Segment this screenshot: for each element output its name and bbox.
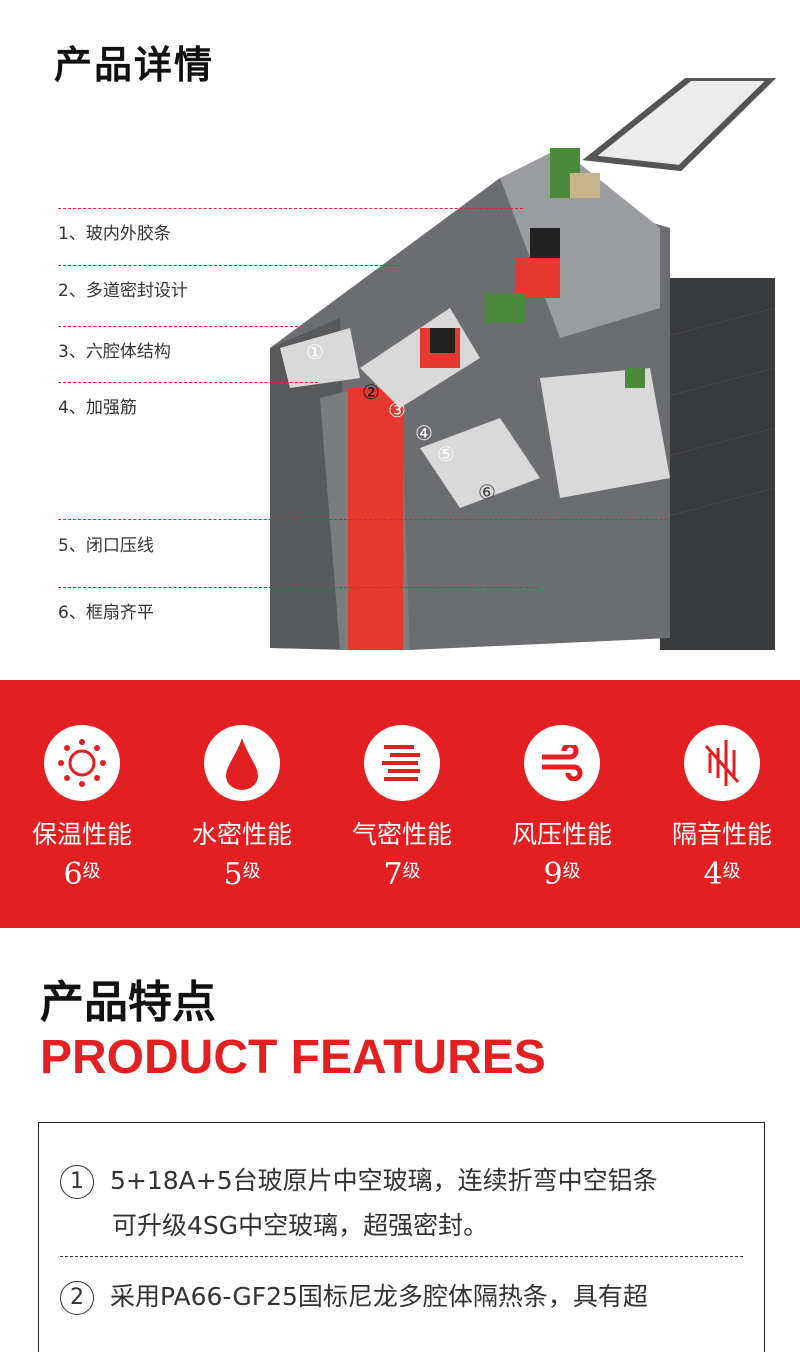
marker-3: ③ xyxy=(388,398,406,422)
performance-item: 隔音性能 4级 xyxy=(642,725,800,892)
sun-icon xyxy=(44,725,120,801)
performance-item: 保温性能 6级 xyxy=(2,725,162,892)
detail-label-5: 5、闭口压线 xyxy=(58,536,154,556)
features-title: 产品特点 xyxy=(40,977,216,1028)
detail-label-3: 3、六腔体结构 xyxy=(58,342,171,362)
marker-5: ⑤ xyxy=(437,442,455,466)
page-title: 产品详情 xyxy=(54,43,215,87)
divider xyxy=(60,1256,743,1257)
detail-label-1: 1、玻内外胶条 xyxy=(58,224,171,244)
screen-mesh xyxy=(660,278,775,650)
air-lines-icon xyxy=(364,725,440,801)
performance-item: 风压性能 9级 xyxy=(482,725,642,892)
performance-list: 保温性能 6级 水密性能 5级 气密性能 7级 风压性能 9级 隔音性能 4级 xyxy=(2,725,800,892)
marker-6: ⑥ xyxy=(478,480,496,504)
water-drop-icon xyxy=(204,725,280,801)
performance-item: 水密性能 5级 xyxy=(162,725,322,892)
detail-label-4: 4、加强筋 xyxy=(58,398,137,418)
wind-icon xyxy=(524,725,600,801)
sound-insulation-icon xyxy=(684,725,760,801)
detail-label-2: 2、多道密封设计 xyxy=(58,281,188,301)
features-title-en: PRODUCT FEATURES xyxy=(40,1031,546,1084)
performance-band xyxy=(0,680,800,928)
marker-4: ④ xyxy=(415,421,433,445)
features-box xyxy=(38,1122,765,1352)
marker-1: ① xyxy=(306,340,324,364)
marker-2: ② xyxy=(362,380,380,404)
performance-item: 气密性能 7级 xyxy=(322,725,482,892)
detail-label-6: 6、框扇齐平 xyxy=(58,603,154,623)
window-profile-image xyxy=(270,78,777,650)
